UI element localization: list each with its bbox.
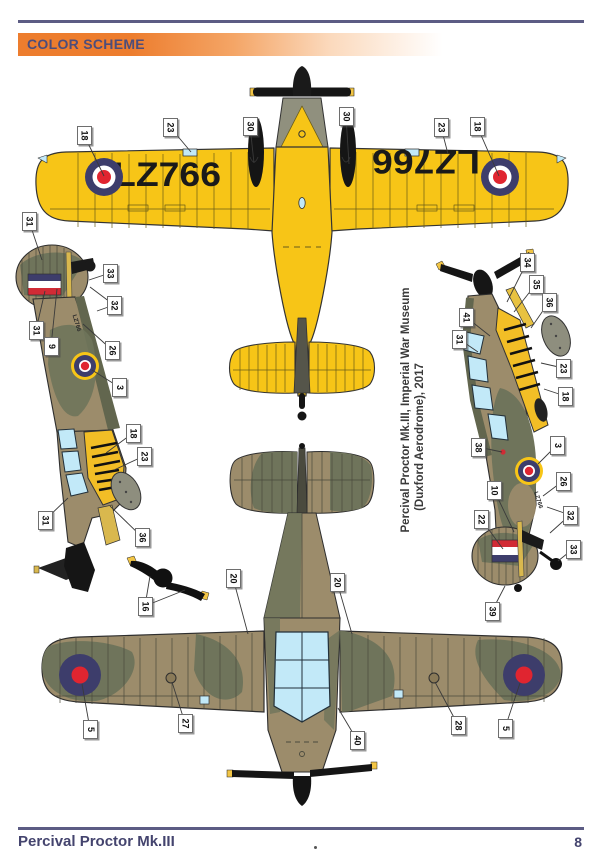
scheme-caption: Percival Proctor Mk.III, Imperial War Mu… [400,288,426,533]
fuel-cap-right [428,672,440,684]
wingtip-light-right [556,154,567,164]
tailwheel-underside [297,411,307,421]
propeller-hub [153,568,173,588]
engine-cowl-starboard [495,307,549,433]
footer-title: Percival Proctor Mk.III [18,833,175,850]
roundel-underside-right [481,158,519,196]
landing-light-right [404,148,420,157]
underside-view: LZ766 LZ766 [35,66,569,421]
wingtip-light-left [37,154,48,164]
leader-line [232,577,249,635]
roundel-underside-left [85,158,123,196]
leader-line [144,589,186,607]
serial-port: LZ766 [71,314,82,333]
footer-mark [314,846,317,849]
port-side-view: LZ766 [15,244,142,592]
fuel-cap-left [165,672,177,684]
registration-port-wing: LZ766 [113,156,221,194]
caption-line-2: (Duxford Aerodrome), 2017 [414,363,426,511]
leader-line [89,286,115,306]
propeller-top [249,66,355,97]
propeller-detail [126,555,210,601]
leader-line [96,304,115,312]
starboard-side-view: LZ766 [435,248,571,592]
leader-line [50,288,58,347]
leader-line [337,707,358,741]
canopy-upper [273,631,331,723]
page-number: 8 [574,834,582,850]
leader-line [549,514,571,534]
tailplane-upper [229,443,375,533]
propeller-starboard [435,248,535,299]
landing-light-left [182,148,198,157]
tailwheel-starboard [550,558,562,570]
serial-starboard: LZ766 [532,491,543,510]
top-rule [18,20,584,23]
elevator-balance-port [84,260,96,272]
roundel-starboard [515,457,543,485]
cabin-windows-port [57,428,89,497]
registration-starboard-wing: LZ766 [372,142,480,180]
propeller-bottom [226,761,378,806]
leader-line [88,272,111,281]
leader-line [546,506,571,516]
leader-line [491,585,506,612]
leader-line [537,444,558,465]
roundel-upper-left [59,654,101,696]
roundel-port [71,352,99,380]
leader-line [144,575,151,607]
cabin-skylight [298,197,306,209]
leader-line [542,480,564,497]
section-banner: COLOR SCHEME [18,33,584,56]
leader-line [557,548,574,562]
leader-line [543,388,566,397]
upper-surfaces-view [41,443,563,806]
cabin-windows-starboard [463,331,509,441]
leader-line [540,362,564,369]
tailplane-underside [228,317,376,421]
leader-line [169,126,192,153]
bottom-rule [18,827,584,830]
roundel-upper-right [503,654,545,696]
wheel-spat-port [64,542,95,592]
red-marking-starboard [500,449,506,455]
page-title: COLOR SCHEME [27,36,145,52]
caption-line-1: Percival Proctor Mk.III, Imperial War Mu… [400,288,412,533]
